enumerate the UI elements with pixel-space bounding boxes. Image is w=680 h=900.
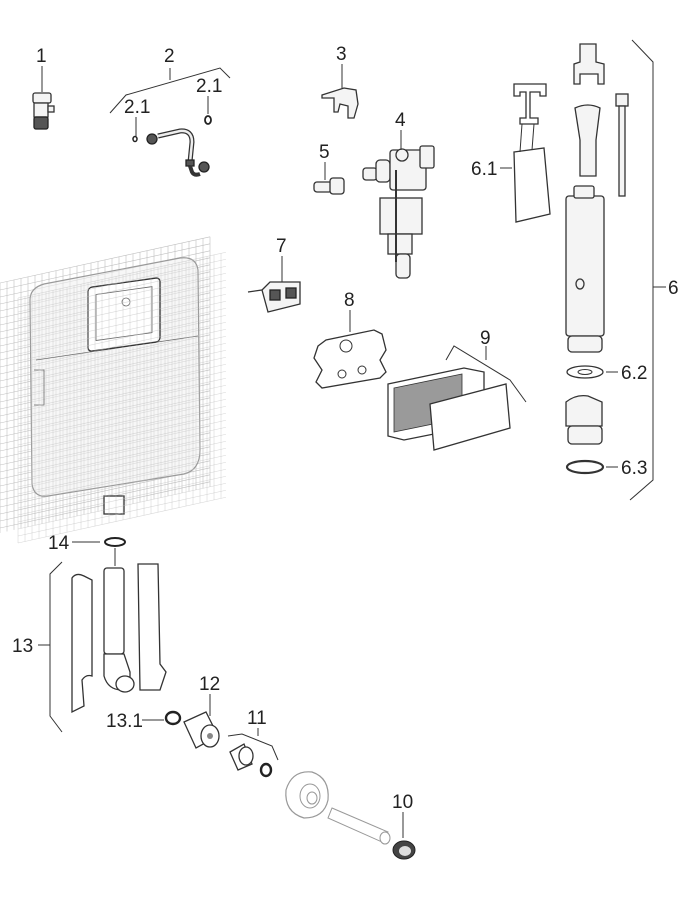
- label-8: 8: [344, 290, 355, 311]
- mesh-wire: [17, 335, 227, 383]
- label-12: 12: [199, 674, 220, 695]
- mesh-wire: [17, 265, 227, 313]
- label-2-1-right: 2.1: [196, 76, 222, 97]
- mesh-wire: [17, 293, 227, 341]
- mesh-wire: [17, 447, 227, 495]
- label-6-3: 6.3: [621, 458, 647, 479]
- label-2: 2: [164, 46, 175, 67]
- opening-plate: [95, 286, 153, 341]
- part-6-3-seal-ring: [565, 459, 605, 475]
- mesh-wire: [17, 258, 227, 306]
- part-13-flush-bend: [71, 563, 167, 714]
- mesh-wire: [17, 384, 227, 432]
- flush-pipe: [327, 807, 389, 843]
- mesh-wire: [17, 468, 227, 516]
- label-7: 7: [276, 236, 287, 257]
- part-2-hose: [132, 115, 212, 177]
- mesh-panel-front: [17, 251, 227, 544]
- label-2-1-left: 2.1: [124, 97, 150, 118]
- mesh-wire: [17, 321, 227, 369]
- label-13: 13: [12, 636, 33, 657]
- mesh-wire: [17, 482, 227, 530]
- label-4: 4: [395, 110, 406, 131]
- part-7-actuator: [247, 281, 301, 313]
- label-6-1: 6.1: [471, 159, 497, 180]
- part-8-mounting-plate: [313, 329, 387, 389]
- mesh-wire: [17, 496, 227, 544]
- mesh-wire: [0, 243, 211, 291]
- part-6-2-flat-seal: [566, 365, 604, 379]
- mesh-wire: [17, 419, 227, 467]
- cistern-outlet: [103, 495, 125, 515]
- part-9-cover-set: [387, 367, 511, 451]
- label-9: 9: [480, 328, 491, 349]
- part-12-coupling: [183, 711, 220, 749]
- part-13-1-o-ring: [164, 710, 182, 726]
- label-1: 1: [36, 46, 47, 67]
- mesh-wire: [17, 412, 227, 460]
- mesh-wire: [17, 314, 227, 362]
- mesh-wire: [17, 363, 227, 411]
- label-11: 11: [247, 708, 267, 729]
- mesh-wire: [17, 398, 227, 446]
- mesh-wire: [17, 279, 227, 327]
- mesh-wire: [17, 307, 227, 355]
- label-3: 3: [336, 44, 347, 65]
- callout-labels: 1 2 2.1 2.1 3 4 5 6 6.1 6.2 6.3 7 8 9 10…: [12, 44, 679, 813]
- label-6: 6: [668, 278, 679, 299]
- part-4-fill-valve: [362, 145, 435, 279]
- part-11-connector-set: [229, 743, 273, 778]
- mesh-wire: [17, 251, 227, 299]
- mesh-wire: [17, 461, 227, 509]
- mesh-wire: [17, 454, 227, 502]
- leader-lines: [38, 39, 666, 838]
- mesh-wire: [17, 405, 227, 453]
- mesh-wire: [17, 440, 227, 488]
- part-6-valve-seat: [565, 394, 603, 445]
- mesh-wire: [17, 475, 227, 523]
- rosette: [285, 771, 329, 819]
- mesh-wire: [17, 342, 227, 390]
- part-5-connector: [313, 177, 345, 195]
- mesh-wire: [17, 426, 227, 474]
- mesh-wire: [17, 300, 227, 348]
- mesh-wire: [0, 236, 211, 284]
- mesh-wire: [17, 356, 227, 404]
- mesh-wire: [17, 286, 227, 334]
- mesh-wire: [17, 349, 227, 397]
- mesh-wire: [17, 272, 227, 320]
- label-6-2: 6.2: [621, 363, 647, 384]
- label-13-1: 13.1: [106, 711, 143, 732]
- cistern-assembly: [0, 236, 227, 544]
- label-14: 14: [48, 533, 70, 554]
- part-6-flush-valve: [565, 43, 629, 353]
- mesh-wire: [17, 370, 227, 418]
- label-5: 5: [319, 142, 330, 163]
- part-6-1-lifting-frame: [513, 83, 551, 223]
- label-10: 10: [392, 792, 413, 813]
- mesh-wire: [17, 433, 227, 481]
- part-14-o-ring: [104, 537, 126, 547]
- mesh-wire: [17, 391, 227, 439]
- mesh-wire: [17, 377, 227, 425]
- part-3-clip: [321, 87, 359, 119]
- mesh-wire: [17, 328, 227, 376]
- part-1-angle-valve: [32, 92, 55, 130]
- part-10-rubber-sleeve: [392, 840, 416, 860]
- mesh-wire: [17, 489, 227, 537]
